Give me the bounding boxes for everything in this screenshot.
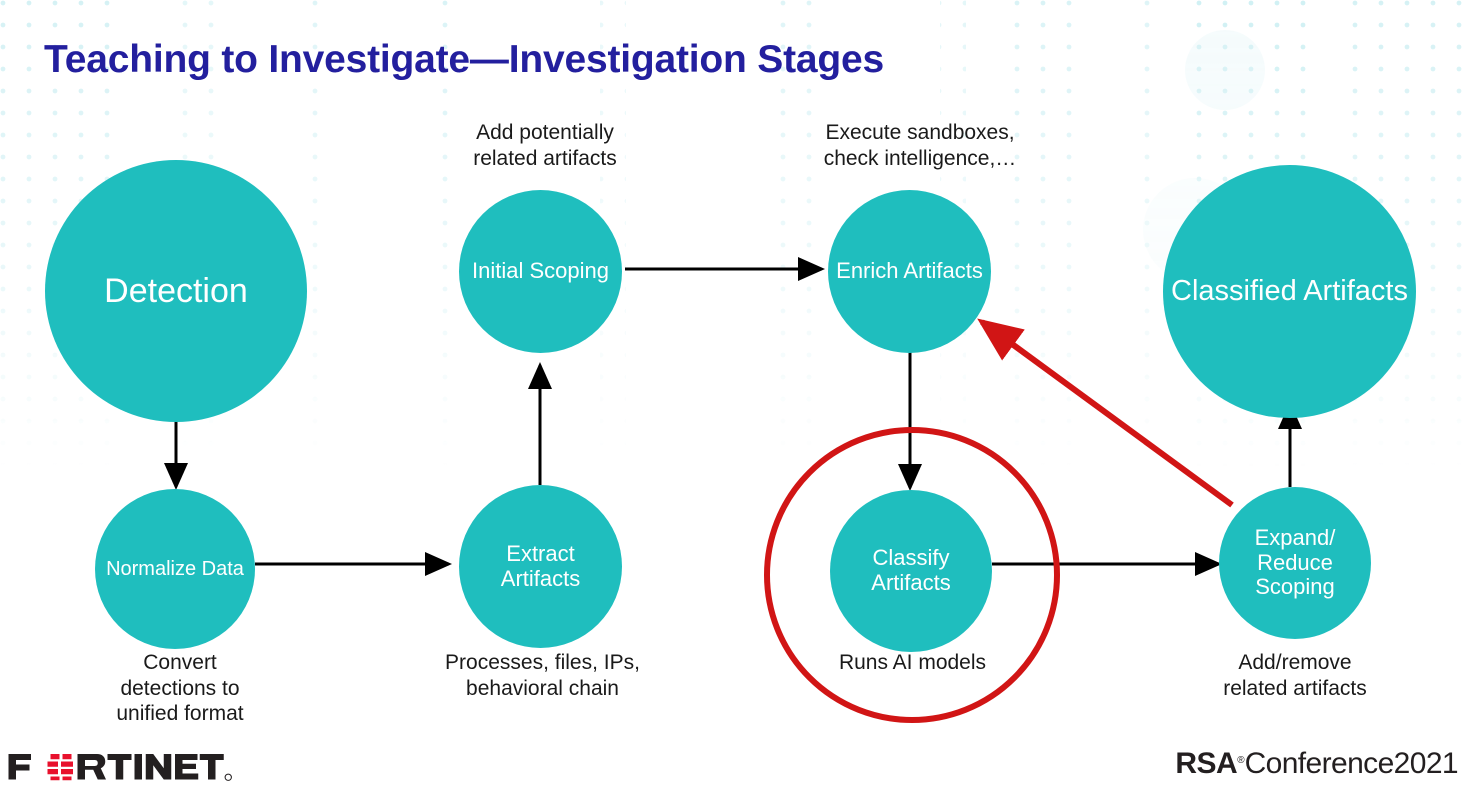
node-initial-scoping-label: Initial Scoping	[472, 258, 609, 284]
node-classify-artifacts-label: Classify Artifacts	[871, 545, 951, 595]
node-enrich-artifacts[interactable]: Enrich Artifacts	[828, 190, 991, 353]
node-normalize-data-label: Normalize Data	[106, 557, 244, 580]
node-extract-artifacts-label: Extract Artifacts	[500, 540, 581, 591]
caption-expand-reduce-bottom: Add/remove related artifacts	[1223, 651, 1367, 700]
node-detection-label: Detection	[104, 271, 248, 310]
node-normalize-data[interactable]: Normalize Data	[95, 489, 255, 649]
rsa-mark-text: RSA	[1175, 747, 1238, 780]
node-detection[interactable]: Detection	[45, 160, 307, 422]
rsa-conference-logo: RSA ® Conference2021	[1175, 747, 1458, 780]
node-enrich-artifacts-label: Enrich Artifacts	[836, 258, 983, 284]
node-expand-reduce-scoping[interactable]: Expand/ Reduce Scoping	[1219, 487, 1371, 639]
node-classified-artifacts[interactable]: Classified Artifacts	[1163, 165, 1416, 418]
rsa-registered-mark: ®	[1237, 755, 1245, 766]
rsa-conference-text: Conference2021	[1244, 747, 1459, 780]
node-initial-scoping[interactable]: Initial Scoping	[459, 190, 622, 353]
fortinet-red-mark	[47, 754, 73, 781]
caption-initial-scoping-top: Add potentially related artifacts	[473, 121, 617, 170]
node-expand-reduce-scoping-label: Expand/ Reduce Scoping	[1254, 525, 1336, 600]
caption-enrich-artifacts-top: Execute sandboxes, check intelligence,…	[823, 121, 1017, 170]
caption-normalize-data-bottom: Convert detections to unified format	[116, 651, 244, 726]
fortinet-logo	[8, 754, 232, 781]
node-classify-artifacts[interactable]: Classify Artifacts	[830, 490, 992, 652]
page-title: Teaching to Investigate—Investigation St…	[44, 38, 884, 82]
node-extract-artifacts[interactable]: Extract Artifacts	[459, 485, 622, 648]
classify-artifacts-highlight-ring	[764, 427, 1060, 723]
caption-extract-artifacts-bottom: Processes, files, IPs, behavioral chain	[445, 651, 640, 700]
caption-classify-artifacts-bottom: Runs AI models	[838, 651, 987, 674]
node-classified-artifacts-label: Classified Artifacts	[1171, 275, 1408, 308]
